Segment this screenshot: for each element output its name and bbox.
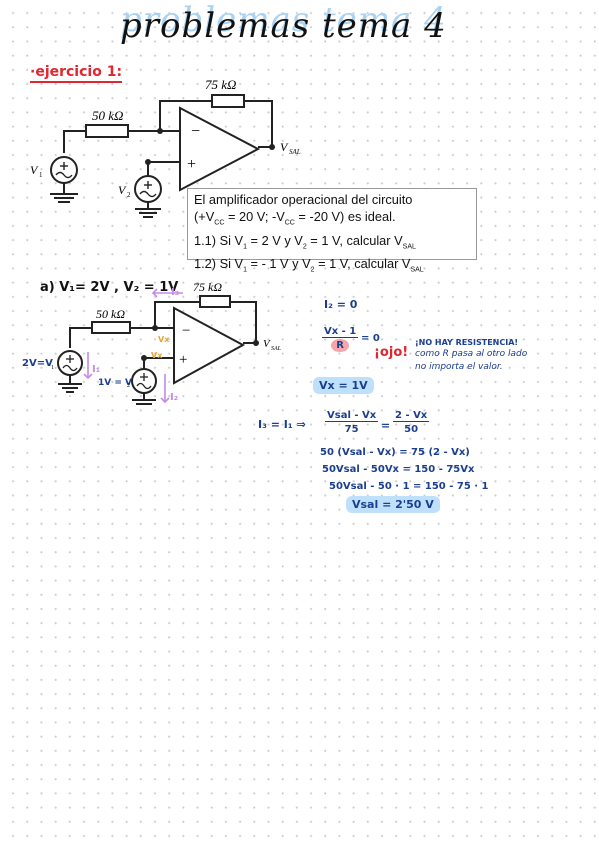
v1-label: V (30, 163, 39, 177)
problem-line-3: 1.1) Si V1 = 2 V y V2 = 1 V, calcular VS… (194, 232, 416, 251)
problem-line-2: (+VCC = 20 V; -VCC = -20 V) es ideal. (194, 209, 396, 227)
v1-value-label: 2V=V (22, 358, 53, 369)
fraction-2-den: 75 (344, 424, 359, 435)
fraction-1-num: Vx - 1 (322, 326, 359, 338)
fraction-3-den: 50 (404, 424, 419, 435)
i2-label: I₂ (170, 392, 178, 403)
r-feedback-label: 75 kΩ (205, 77, 236, 92)
vsal-sub-2: SAL (271, 346, 282, 352)
equation-equals: = (381, 419, 391, 432)
fraction-1: Vx - 1 R (322, 326, 359, 352)
v2-sub: 2 (127, 191, 131, 199)
fraction-1-eq: = 0 (361, 333, 380, 344)
i1-label: I₁ (92, 364, 100, 375)
fraction-3-num: 2 - Vx (393, 410, 430, 422)
minus-sign: − (191, 123, 200, 140)
ojo-warning: ¡ojo! (374, 345, 409, 360)
note-line-1: ¡NO HAY RESISTENCIA! (415, 338, 519, 347)
v1-sub-2: 1 (51, 365, 54, 371)
vsal-sub: SAL (289, 148, 301, 156)
vx-result: Vx = 1V (313, 377, 374, 394)
i2-zero: I₂ = 0 (324, 298, 358, 311)
fraction-3: 2 - Vx 50 (393, 410, 430, 435)
step-1: 50 (Vsal - Vx) = 75 (2 - Vx) (320, 447, 470, 458)
plus-sign: + (187, 156, 196, 173)
circuit-diagram-2: I₃ I₁ I₂ 75 kΩ 50 kΩ Vx Vx − + 2V=V 1 1V… (22, 280, 282, 405)
fraction-2-num: Vsal - Vx (325, 410, 379, 422)
step-2: 50Vsal - 50Vx = 150 - 75Vx (322, 464, 475, 475)
i3-label: I₃ (171, 287, 179, 298)
r-input-label: 50 kΩ (92, 108, 123, 123)
step-3: 50Vsal - 50 · 1 = 150 - 75 · 1 (329, 481, 489, 492)
plus-sign-2: + (179, 352, 187, 368)
vsal-label-2: V (263, 338, 271, 350)
problem-statement: El amplificador operacional del circuito… (187, 188, 477, 274)
v2-sub-2: 2 (127, 383, 130, 389)
ground-symbol (135, 202, 161, 218)
r-input-label-2: 50 kΩ (96, 307, 125, 321)
page-title: problemas tema 4 (120, 6, 447, 46)
fraction-2: Vsal - Vx 75 (325, 410, 379, 435)
current-equation-lhs: I₃ = I₁ ⇒ (258, 418, 306, 431)
vx-top-label: Vx (158, 335, 170, 344)
problem-line-1: El amplificador operacional del circuito (194, 192, 413, 207)
v1-sub: 1 (39, 171, 43, 179)
v2-label: V (118, 183, 127, 197)
vsal-label: V (280, 140, 289, 154)
note-line-3: no importa el valor. (415, 362, 503, 372)
final-result: Vsal = 2'50 V (346, 496, 440, 513)
r-feedback-label-2: 75 kΩ (193, 280, 222, 294)
exercise-label: ·ejercicio 1: (30, 64, 123, 83)
problem-line-4: 1.2) Si V1 = - 1 V y V2 = 1 V, calcular … (194, 256, 424, 274)
vx-bottom-label: Vx (151, 351, 163, 360)
fraction-1-den: R (322, 339, 358, 352)
note-line-2: como R pasa al otro lado (415, 349, 528, 359)
circuit-diagram-1: 75 kΩ 50 kΩ − + V 1 V 2 V SAL (30, 77, 301, 203)
v2-value-label: 1V = V (98, 378, 132, 388)
minus-sign-2: − (182, 323, 190, 339)
part-a-heading: a) V₁= 2V , V₂ = 1V (40, 280, 179, 295)
